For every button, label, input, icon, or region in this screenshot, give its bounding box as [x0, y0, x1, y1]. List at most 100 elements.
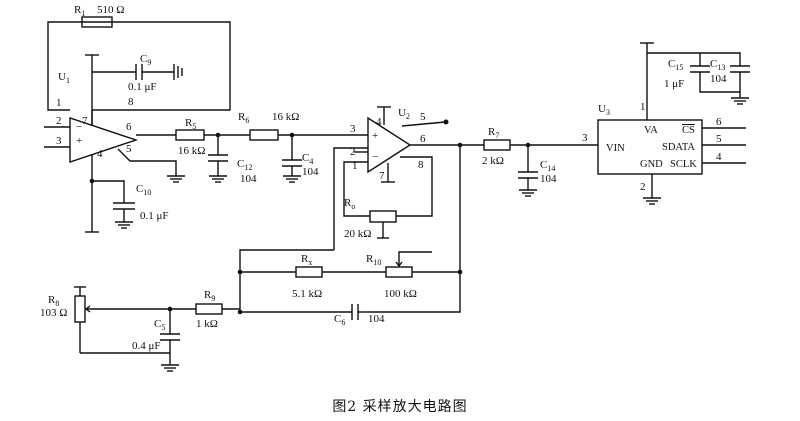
u2-plus-sign: +: [372, 130, 378, 142]
r9-value: 1 kΩ: [196, 318, 218, 330]
u3-pin4: 4: [716, 151, 722, 163]
c10-ref: C10: [136, 183, 151, 197]
u2-pin4: 4: [376, 116, 382, 128]
u2-pin3: 3: [350, 123, 356, 135]
r8-potentiometer: [74, 295, 86, 323]
u3-pin1: 1: [640, 101, 646, 113]
c5-ref: C5: [154, 318, 165, 332]
c10-capacitor: [92, 180, 135, 229]
u1-pin6: 6: [126, 121, 132, 133]
u1-pin5: 5: [126, 143, 132, 155]
r6-value: 16 kΩ: [272, 111, 299, 123]
c14-ref: C14: [540, 159, 555, 173]
c12-ground: [208, 175, 228, 183]
u2-pin6: 6: [420, 133, 426, 145]
u1-plus-sign: +: [76, 135, 82, 147]
c12-ref: C12: [237, 158, 252, 172]
u3-sdata-label: SDATA: [662, 142, 695, 153]
rx-ref: Rx: [301, 253, 312, 267]
r1-feedback-wiring: [47, 21, 231, 126]
u1-ref-ground: [166, 175, 186, 183]
c5-ground: [160, 364, 180, 372]
r1-resistor: [81, 16, 113, 28]
c9-capacitor: [92, 64, 183, 80]
u2-pin8: 8: [418, 159, 424, 171]
u3-sclk-label: SCLK: [670, 159, 697, 170]
u2-ref: U2: [398, 107, 410, 121]
u3-pin3: 3: [582, 132, 588, 144]
c4-capacitor: [282, 135, 302, 176]
r5-resistor: [175, 129, 205, 141]
r10-potentiometer: [385, 266, 413, 278]
u1-pin7: 7: [82, 115, 88, 127]
ro-value: 20 kΩ: [344, 228, 371, 240]
u1-pin3: 3: [56, 135, 62, 147]
rx-resistor: [295, 266, 323, 278]
u3-pin6: 6: [716, 116, 722, 128]
u3-gnd-label: GND: [640, 159, 663, 170]
u3-ref: U3: [598, 103, 610, 117]
r9-ref: R9: [204, 289, 215, 303]
feedback-bus-node-2: [237, 309, 243, 315]
r9-resistor: [195, 303, 223, 315]
u3-va-label: VA: [644, 125, 658, 136]
r7-value: 2 kΩ: [482, 155, 504, 167]
r5-ref: R5: [185, 117, 196, 131]
u2-pin7: 7: [379, 170, 385, 182]
u1-pin4: 4: [97, 148, 103, 160]
ro-ref: Ro: [344, 197, 355, 211]
c14-ground: [518, 189, 538, 197]
c4-ground: [282, 175, 302, 183]
feedback-right-node: [457, 269, 463, 275]
r6-ref: R6: [238, 111, 249, 125]
feedback-bus-node: [237, 269, 243, 275]
c9-ref: C9: [140, 53, 151, 67]
rx-value: 5.1 kΩ: [292, 288, 322, 300]
u2-opamp: [367, 116, 412, 174]
c13-ref: C13: [710, 58, 725, 72]
c4-value: 104: [302, 166, 319, 178]
u2-pin2: 2: [350, 146, 356, 158]
c14-value: 104: [540, 173, 557, 185]
figure-caption: 图2 采样放大电路图: [332, 399, 468, 415]
c9-value: 0.1 μF: [128, 81, 157, 93]
c5-capacitor: [160, 309, 180, 365]
u2-minus-sign: −: [372, 151, 378, 163]
u2-pin5-wire: [401, 121, 446, 127]
u1-ref: U1: [58, 71, 70, 85]
u1-pin2: 2: [56, 115, 62, 127]
r1-value: 510 Ω: [97, 4, 124, 16]
u3-ground: [642, 197, 662, 205]
c6-value: 104: [368, 313, 385, 325]
r10-ref: R10: [366, 253, 381, 267]
u2-pin5-terminal: [443, 119, 449, 125]
c15-c13-decoupling: [647, 52, 750, 98]
c12-value: 104: [240, 173, 257, 185]
ro-offset-wiring: [343, 156, 433, 239]
u1-pin5-wire: [117, 148, 177, 176]
r10-wiper-arrow: [395, 261, 403, 268]
c15-ref: C15: [668, 58, 683, 72]
c13-value: 104: [710, 73, 727, 85]
ro-potentiometer: [369, 210, 397, 223]
u3-adc-body: [597, 119, 703, 175]
u3-vin-label: VIN: [606, 143, 625, 154]
u2-pin5: 5: [420, 111, 426, 123]
c6-capacitor: [351, 304, 370, 320]
r6-resistor: [249, 129, 279, 141]
r10-value: 100 kΩ: [384, 288, 417, 300]
c4-ref: C4: [302, 152, 313, 166]
c14-capacitor: [518, 145, 538, 190]
u3-cs-label: CS: [682, 125, 695, 136]
c12-capacitor: [208, 135, 228, 176]
u1-pin1: 1: [56, 97, 62, 109]
u1-pin8: 8: [128, 96, 134, 108]
u3-pin2: 2: [640, 181, 646, 193]
c13-ground: [730, 97, 750, 105]
r1-ref: R1: [74, 4, 85, 18]
r8-value: 103 Ω: [40, 307, 67, 319]
u1-minus-sign: −: [76, 121, 82, 133]
r5-value: 16 kΩ: [178, 145, 205, 157]
c6-ref: C6: [334, 313, 345, 327]
